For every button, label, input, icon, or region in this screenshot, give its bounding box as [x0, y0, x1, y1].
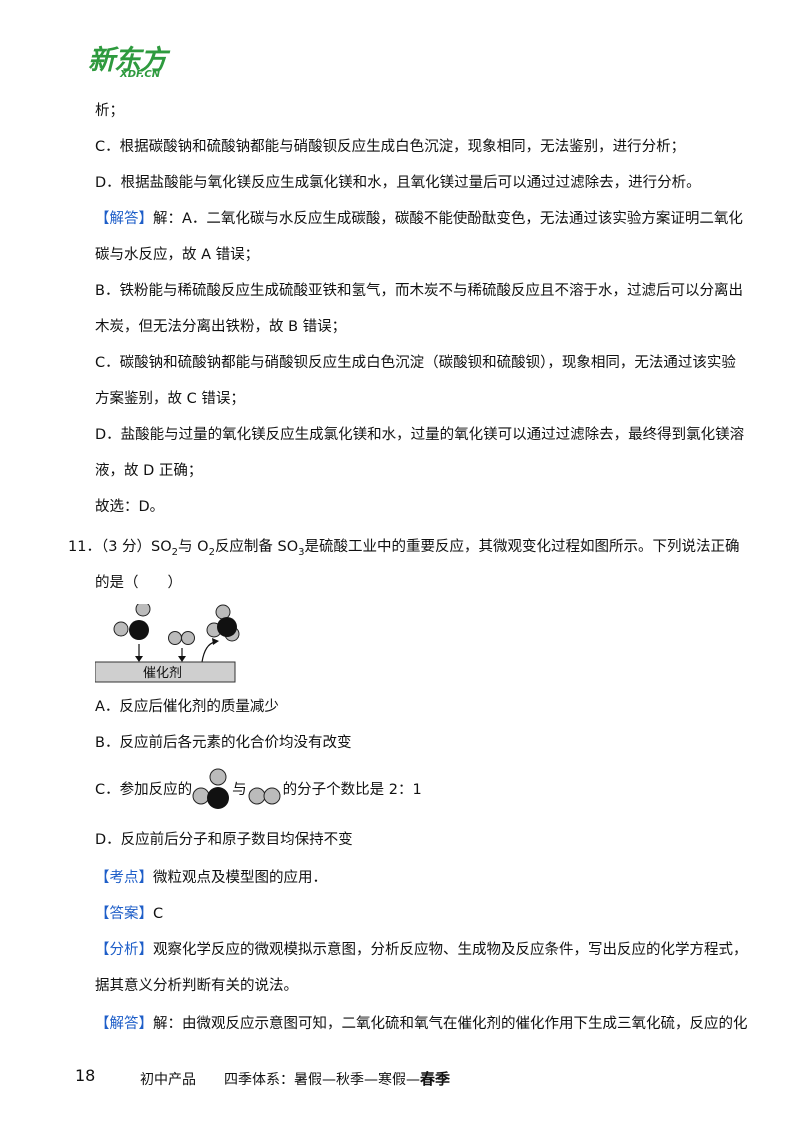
sulfur-atom	[217, 617, 237, 637]
jieda-text: 解：由微观反应示意图可知，二氧化硫和氧气在催化剂的催化作用下生成三氧化硫，反应的…	[153, 1016, 748, 1032]
kaodian-line: 【考点】微粒观点及模型图的应用．	[95, 868, 327, 888]
option-d: D．反应前后分子和原子数目均保持不变	[95, 832, 353, 848]
option-c-post: 的分子个数比是 2：1	[282, 782, 422, 798]
stem-part: 与 O	[178, 539, 209, 555]
sulfur-atom	[129, 620, 149, 640]
logo-en-text: XDF.CN	[120, 69, 161, 80]
oxygen-atom	[215, 604, 231, 620]
question-stem: 11．（3 分）SO2与 O2反应制备 SO3是硫酸工业中的重要反应，其微观变化…	[68, 537, 740, 563]
text-line: B．铁粉能与稀硫酸反应生成硫酸亚铁和氢气，而木炭不与稀硫酸反应且不溶于水，过滤后…	[95, 283, 743, 299]
footer-text: 初中产品 四季体系：暑假—秋季—寒假—春季	[140, 1068, 450, 1089]
arrow-curve	[201, 641, 216, 663]
o2-molecule-icon	[248, 787, 281, 805]
subscript: 2	[171, 546, 179, 558]
oxygen-atom	[135, 604, 151, 617]
subscript: 3	[298, 546, 305, 558]
oxygen-atom	[181, 631, 195, 645]
jieda-line: 【解答】解：由微观反应示意图可知，二氧化硫和氧气在催化剂的催化作用下生成三氧化硫…	[95, 1014, 748, 1034]
option-a: A．反应后催化剂的质量减少	[95, 699, 279, 715]
daan-tag: 【答案】	[95, 906, 153, 922]
question-stem-line2: 的是（ ）	[95, 575, 182, 591]
kaodian-text: 微粒观点及模型图的应用．	[153, 870, 327, 886]
kaodian-tag: 【考点】	[95, 870, 153, 886]
option-b: B．反应前后各元素的化合价均没有改变	[95, 735, 352, 751]
fenxi-line2: 据其意义分析判断有关的说法。	[95, 978, 298, 994]
catalyst-slab	[95, 661, 236, 683]
option-c: C．参加反应的 与 的分子个数比是 2：1	[95, 768, 422, 812]
arrow-head	[212, 638, 219, 645]
text-line: 析；	[95, 103, 124, 119]
answer-text: 解：A．二氧化碳与水反应生成碳酸，碳酸不能使酚酞变色，无法通过该实验方案证明二氧…	[153, 211, 743, 227]
subscript: 2	[208, 546, 215, 558]
text-line: 故选：D。	[95, 499, 165, 515]
page-number: 18	[75, 1066, 96, 1085]
logo: 新东方 XDF.CN	[88, 38, 198, 88]
logo-cn-text: 新东方	[88, 45, 167, 76]
fenxi-text: 观察化学反应的微观模拟示意图，分析反应物、生成物及反应条件，写出反应的化学方程式…	[153, 942, 748, 958]
text-line: C．碳酸钠和硫酸钠都能与硝酸钡反应生成白色沉淀（碳酸钡和硫酸钡），现象相同，无法…	[95, 355, 736, 371]
arrow-head	[178, 656, 186, 662]
option-c-pre: C．参加反应的	[95, 782, 193, 798]
reaction-diagram: 催化剂	[95, 604, 240, 683]
answer-tag: 【解答】	[95, 211, 153, 227]
text-line: C．根据碳酸钠和硫酸钠都能与硝酸钡反应生成白色沉淀，现象相同，无法鉴别，进行分析…	[95, 139, 686, 155]
fenxi-line: 【分析】观察化学反应的微观模拟示意图，分析反应物、生成物及反应条件，写出反应的化…	[95, 940, 748, 960]
text-line: 液，故 D 正确；	[95, 463, 203, 479]
stem-part: 反应制备 SO	[214, 539, 299, 555]
so2-molecule-icon	[192, 768, 230, 809]
daan-line: 【答案】C	[95, 904, 163, 924]
arrow-head	[135, 656, 143, 662]
answer-line: 【解答】解：A．二氧化碳与水反应生成碳酸，碳酸不能使酚酞变色，无法通过该实验方案…	[95, 209, 743, 229]
text-line: D．根据盐酸能与氧化镁反应生成氯化镁和水，且氧化镁过量后可以通过过滤除去，进行分…	[95, 175, 701, 191]
footer-bold: 春季	[420, 1070, 451, 1088]
jieda-tag: 【解答】	[95, 1016, 153, 1032]
oxygen-atom	[168, 631, 182, 645]
stem-part: 是硫酸工业中的重要反应，其微观变化过程如图所示。下列说法正确	[304, 539, 740, 555]
text-line: 木炭，但无法分离出铁粉，故 B 错误；	[95, 319, 347, 335]
catalyst-label: 催化剂	[143, 666, 182, 681]
text-line: 碳与水反应，故 A 错误；	[95, 247, 260, 263]
fenxi-tag: 【分析】	[95, 942, 153, 958]
text-line: 方案鉴别，故 C 错误；	[95, 391, 245, 407]
text-line: D．盐酸能与过量的氧化镁反应生成氯化镁和水，过量的氧化镁可以通过过滤除去，最终得…	[95, 427, 745, 443]
option-c-mid: 与	[232, 782, 247, 798]
footer-series: 初中产品 四季体系：暑假—秋季—寒假—	[140, 1072, 420, 1088]
oxygen-atom	[113, 621, 129, 637]
stem-part: 11．（3 分）SO	[68, 539, 172, 555]
daan-text: C	[153, 906, 164, 922]
